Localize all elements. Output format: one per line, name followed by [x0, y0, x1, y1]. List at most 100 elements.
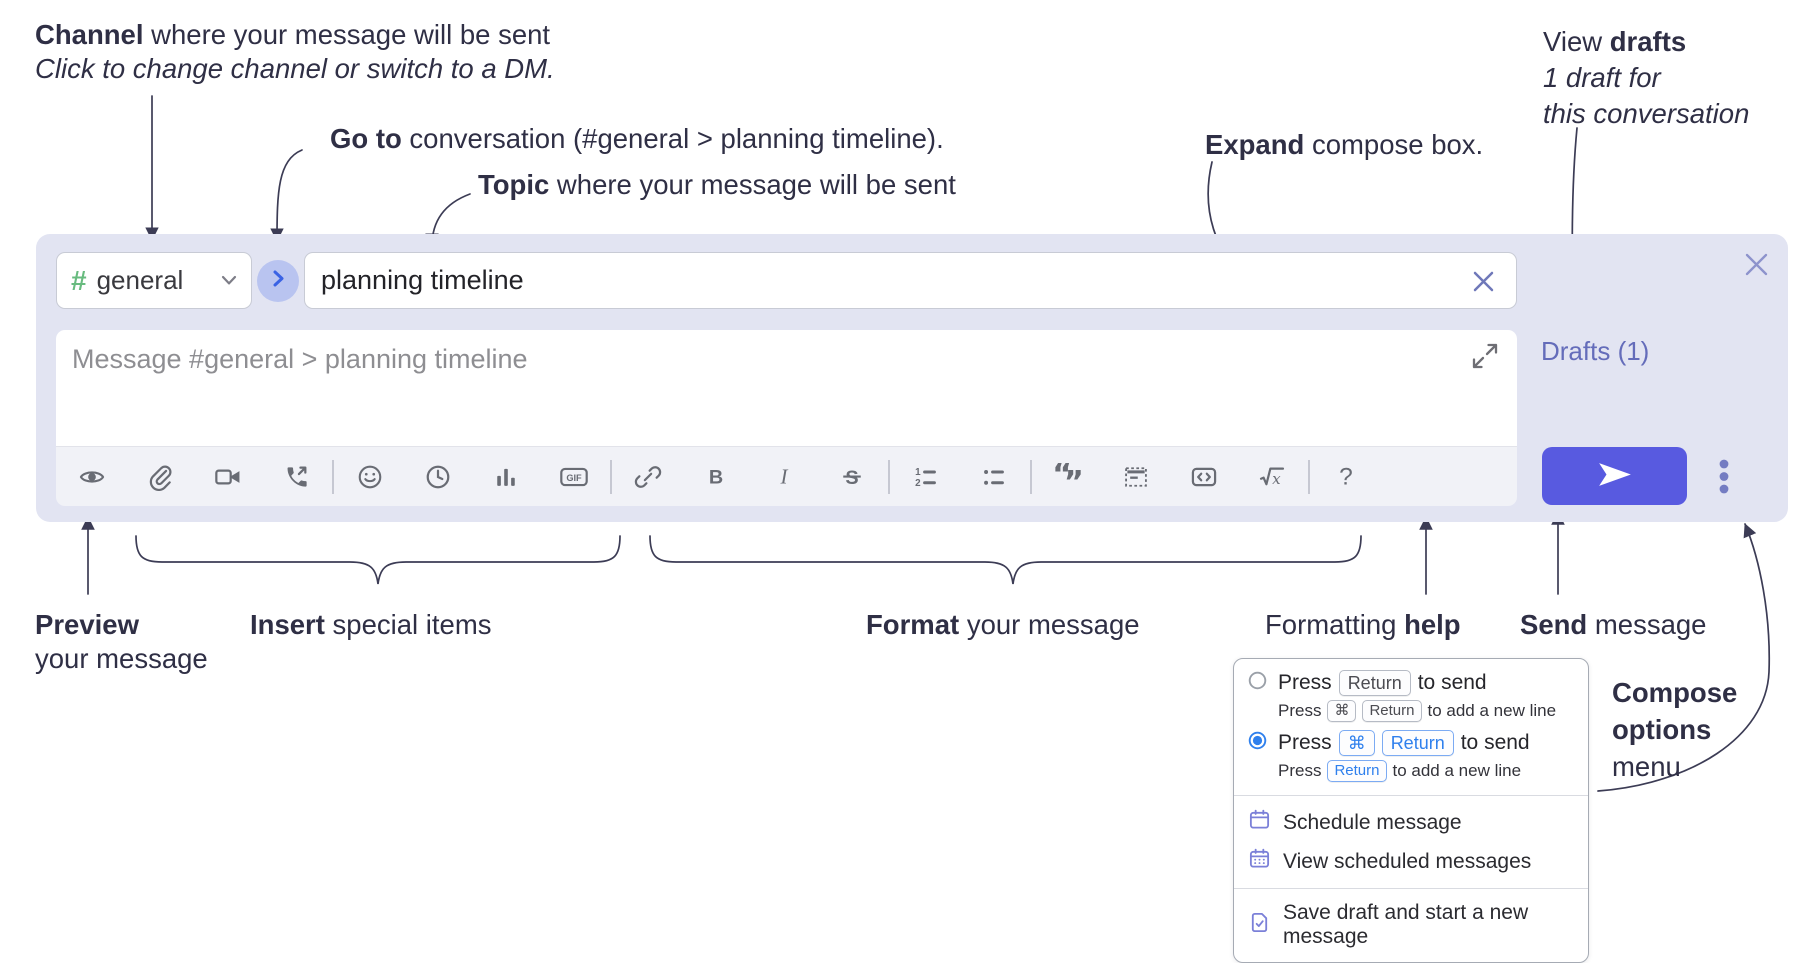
svg-text:1: 1	[915, 467, 921, 478]
add-emoji-button[interactable]	[348, 455, 392, 499]
expand-compose-button[interactable]	[1468, 340, 1502, 374]
kbd-return: Return	[1327, 760, 1387, 782]
smiley-icon	[356, 463, 384, 491]
menu-divider	[1234, 795, 1588, 796]
link-icon	[634, 463, 662, 491]
channel-name: general	[96, 265, 184, 295]
menu-item-save-draft[interactable]: Save draft and start a new message	[1234, 896, 1588, 954]
message-compose-area	[56, 330, 1517, 446]
compose-options-menu: Press Return to send Press ⌘ Return to a…	[1233, 658, 1589, 963]
annotation-compose-options: Compose options menu	[1612, 677, 1738, 782]
annotation-go-to: Go to conversation (#general > planning …	[330, 123, 944, 154]
code-icon	[1190, 463, 1218, 491]
kbd-cmd: ⌘	[1338, 730, 1375, 756]
math-sqrt-icon: x	[1257, 463, 1287, 491]
bar-chart-icon	[492, 463, 520, 491]
menu-option-text: Press	[1278, 671, 1332, 694]
menu-option-cmd-enter-sends[interactable]: Press ⌘ Return to send	[1234, 728, 1588, 758]
strikethrough-button[interactable]: S	[830, 455, 874, 499]
menu-option-cmd-enter-sends-hint: Press Return to add a new line	[1278, 760, 1522, 782]
drafts-link[interactable]: Drafts (1)	[1541, 336, 1650, 366]
svg-text:x: x	[1272, 469, 1281, 487]
go-to-conversation-button[interactable]	[257, 260, 299, 302]
annotation-insert: Insert special items	[250, 609, 492, 640]
code-button[interactable]	[1182, 455, 1226, 499]
send-button[interactable]	[1542, 447, 1687, 505]
annotation-send: Send message	[1520, 609, 1707, 640]
kbd-return: Return	[1362, 700, 1422, 722]
compose-options-menu-button[interactable]	[1706, 457, 1742, 499]
channel-hash-icon: #	[71, 264, 87, 296]
menu-option-text: to send	[1417, 671, 1487, 694]
toolbar-divider	[610, 459, 612, 494]
document-check-icon	[1248, 911, 1271, 940]
eye-icon	[78, 463, 106, 491]
svg-text:2: 2	[915, 477, 921, 488]
math-button[interactable]: x	[1250, 455, 1294, 499]
menu-option-enter-sends[interactable]: Press Return to send	[1234, 668, 1588, 698]
add-poll-button[interactable]	[484, 455, 528, 499]
quote-button[interactable]: “ ”	[1046, 455, 1090, 499]
radio-unselected-icon[interactable]	[1248, 671, 1267, 696]
close-compose-button[interactable]	[1740, 250, 1772, 282]
vertical-ellipsis-icon	[1719, 459, 1729, 498]
annotation-formatting-help: Formatting help	[1265, 609, 1461, 640]
attach-file-button[interactable]	[138, 455, 182, 499]
italic-icon: I	[770, 463, 798, 491]
bulleted-list-button[interactable]	[972, 455, 1016, 499]
numbered-list-icon: 1 2	[912, 463, 940, 491]
clear-topic-button[interactable]	[1466, 266, 1500, 300]
strikethrough-icon: S	[838, 463, 866, 491]
svg-text:”: ”	[1064, 465, 1082, 491]
spoiler-button[interactable]	[1114, 455, 1158, 499]
toolbar-divider	[1030, 459, 1032, 494]
kbd-return: Return	[1338, 670, 1411, 696]
menu-option-enter-sends-hint: Press ⌘ Return to add a new line	[1278, 700, 1557, 722]
radio-selected-icon[interactable]	[1248, 731, 1267, 756]
annotation-view-drafts: View drafts 1 draft for this conversatio…	[1543, 26, 1750, 129]
phone-call-icon	[282, 463, 310, 491]
topic-input[interactable]	[304, 252, 1517, 309]
svg-text:I: I	[780, 464, 789, 488]
annotation-channel: Channel where your message will be sent …	[35, 19, 555, 84]
annotation-expand: Expand compose box.	[1205, 129, 1484, 160]
paperclip-icon	[146, 463, 174, 491]
bold-button[interactable]: B	[694, 455, 738, 499]
italic-button[interactable]: I	[762, 455, 806, 499]
close-icon	[1744, 252, 1769, 280]
channel-selector[interactable]: # general	[56, 252, 252, 309]
numbered-list-button[interactable]: 1 2	[904, 455, 948, 499]
svg-text:?: ?	[1339, 463, 1353, 490]
menu-divider	[1234, 888, 1588, 889]
preview-button[interactable]	[70, 455, 114, 499]
message-input[interactable]	[70, 342, 1454, 438]
video-call-button[interactable]	[206, 455, 250, 499]
svg-text:“: “	[1054, 463, 1072, 491]
svg-text:GIF: GIF	[566, 473, 582, 483]
send-paper-plane-icon	[1598, 462, 1632, 490]
clock-icon	[424, 463, 452, 491]
formatting-help-button[interactable]: ?	[1324, 455, 1368, 499]
kbd-return: Return	[1381, 730, 1454, 756]
menu-item-view-scheduled-messages[interactable]: View scheduled messages	[1234, 842, 1588, 881]
question-mark-icon: ?	[1332, 463, 1360, 491]
insert-link-button[interactable]	[626, 455, 670, 499]
video-camera-icon	[214, 463, 242, 491]
add-gif-button[interactable]: GIF	[552, 455, 596, 499]
toolbar-divider	[1308, 459, 1310, 494]
calendar-grid-icon	[1248, 847, 1271, 876]
svg-text:S: S	[845, 467, 858, 489]
bold-icon: B	[702, 463, 730, 491]
toolbar-divider	[888, 459, 890, 494]
chevron-right-icon	[272, 269, 285, 293]
annotation-preview: Preview your message	[35, 609, 208, 674]
menu-item-schedule-message[interactable]: Schedule message	[1234, 803, 1588, 842]
annotation-topic: Topic where your message will be sent	[478, 169, 956, 200]
gif-icon: GIF	[559, 463, 589, 491]
schedule-time-button[interactable]	[416, 455, 460, 499]
audio-call-button[interactable]	[274, 455, 318, 499]
menu-option-text: to send	[1460, 731, 1530, 754]
bulleted-list-icon	[980, 463, 1008, 491]
toolbar-divider	[332, 459, 334, 494]
svg-text:B: B	[709, 466, 723, 488]
